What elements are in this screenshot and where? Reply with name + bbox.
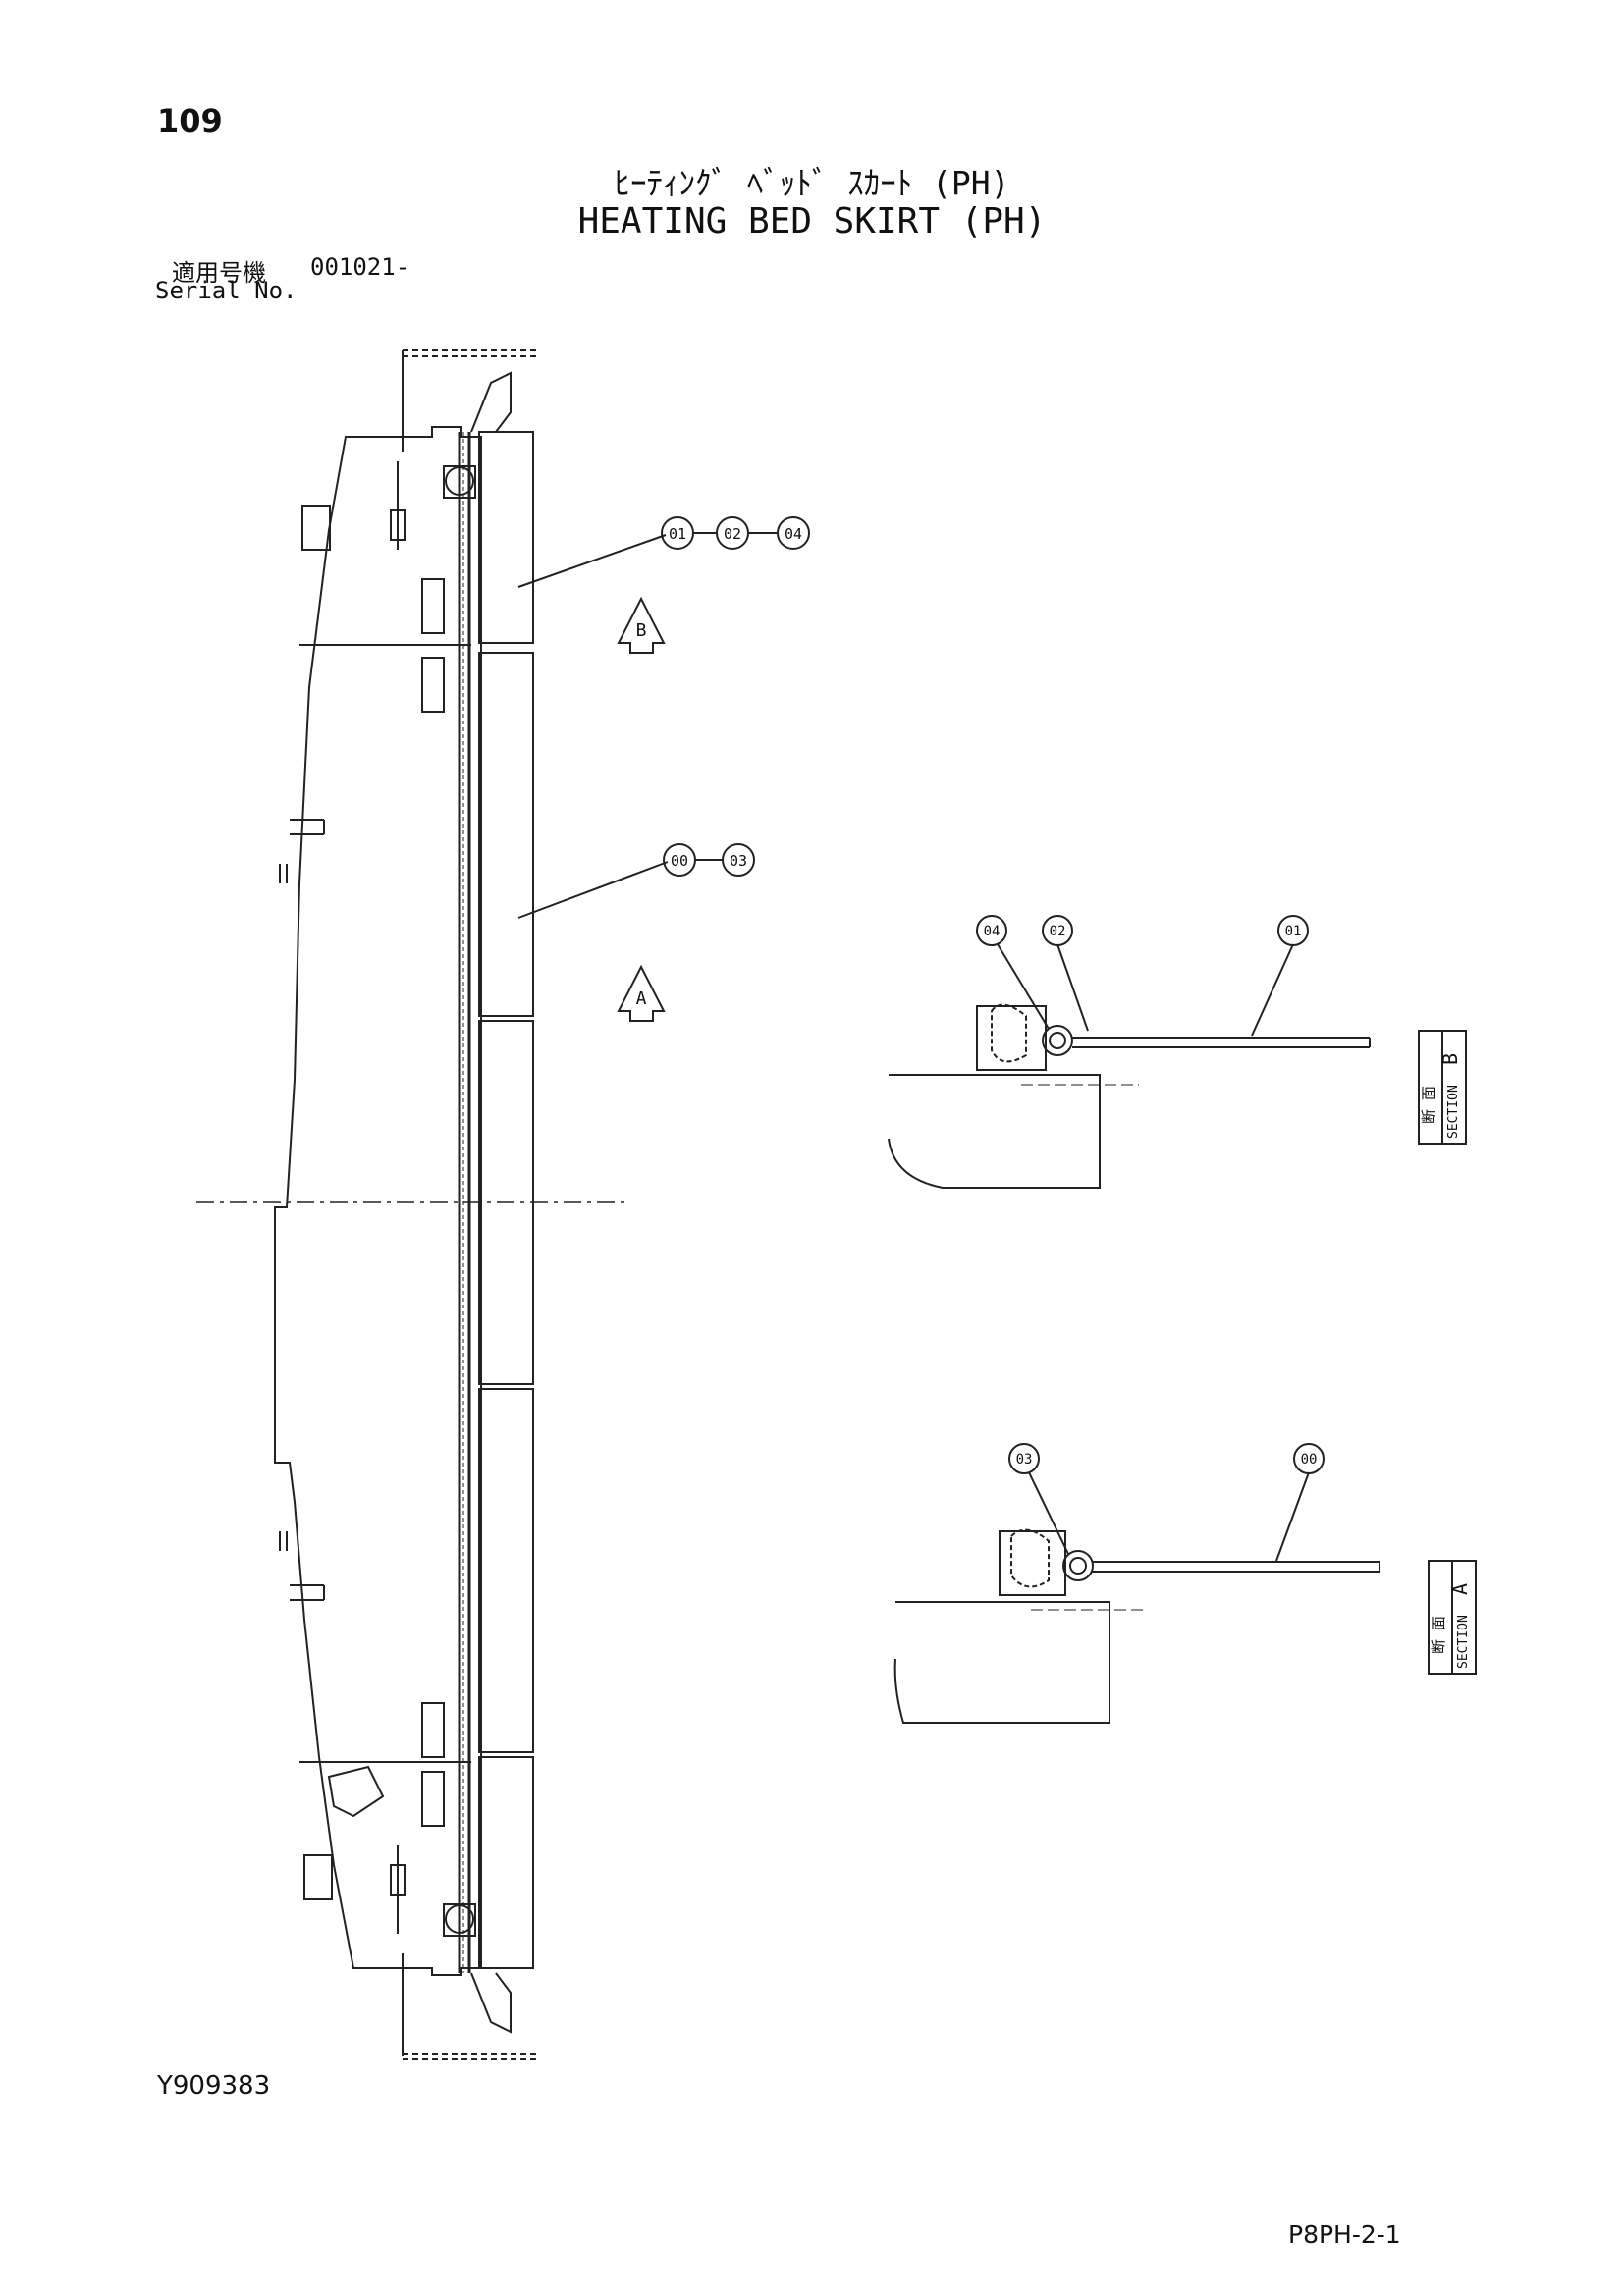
clamp-upper [299,461,476,713]
view-arrow-b-label: B [636,620,647,641]
section-a-callout-1: 03 [1016,1452,1033,1468]
chain-rail-top [402,349,540,452]
callout-upper-1: 01 [669,525,686,543]
section-a-callout-2: 00 [1301,1452,1318,1468]
section-a-word: SECTION [1456,1615,1471,1669]
leader-upper [517,534,667,588]
serial-label-english: Serial No. [155,277,298,304]
leader-lower [517,861,669,919]
callout-lower-2: 03 [730,852,747,870]
section-b-detail [888,915,1371,1189]
hook-upper [290,819,325,835]
document-number: Y909383 [157,2071,271,2101]
section-a-kanji: 断 面 [1430,1616,1447,1654]
section-b-letter: B [1438,1053,1462,1065]
title-english: HEATING BED SKIRT (PH) [577,201,1047,241]
view-arrow-a-label: A [636,988,647,1009]
callout-upper-2: 02 [724,525,741,543]
section-b-word: SECTION [1446,1085,1461,1139]
page-number: 109 [157,102,223,139]
skirt-panels [478,431,534,1969]
callout-upper-3: 04 [785,525,802,543]
serial-number-value: 001021- [310,253,410,281]
section-b-kanji: 断 面 [1420,1086,1437,1124]
frame-outline [274,426,482,1976]
clamp-lower [299,1702,476,1937]
section-b-callout-1: 04 [984,924,1001,939]
callout-group-lower [663,843,755,877]
main-view: B A 01 02 04 00 03 [196,349,810,2060]
section-b-callout-2: 02 [1050,924,1066,939]
section-a-detail [893,1443,1380,1724]
section-a-label-box [1428,1560,1477,1675]
hook-lower [290,1584,325,1601]
section-b-label-box [1418,1030,1467,1145]
section-b-callout-3: 01 [1285,924,1302,939]
view-arrow-a [617,964,666,1022]
bracket-upper [301,505,331,551]
section-a-letter: A [1448,1583,1472,1595]
serial-label-japanese: 適用号機 [172,259,266,287]
callout-group-upper [661,516,810,550]
view-arrow-b [617,596,666,654]
bracket-lower [303,1854,333,1900]
title-japanese: ﾋｰﾃｨﾝｸﾞ ﾍﾞｯﾄﾞ ｽｶｰﾄ (PH) [614,164,1010,202]
sheet-number: P8PH-2-1 [1288,2220,1401,2249]
callout-lower-1: 00 [671,852,688,870]
chain-rail-bottom [402,1953,540,2060]
